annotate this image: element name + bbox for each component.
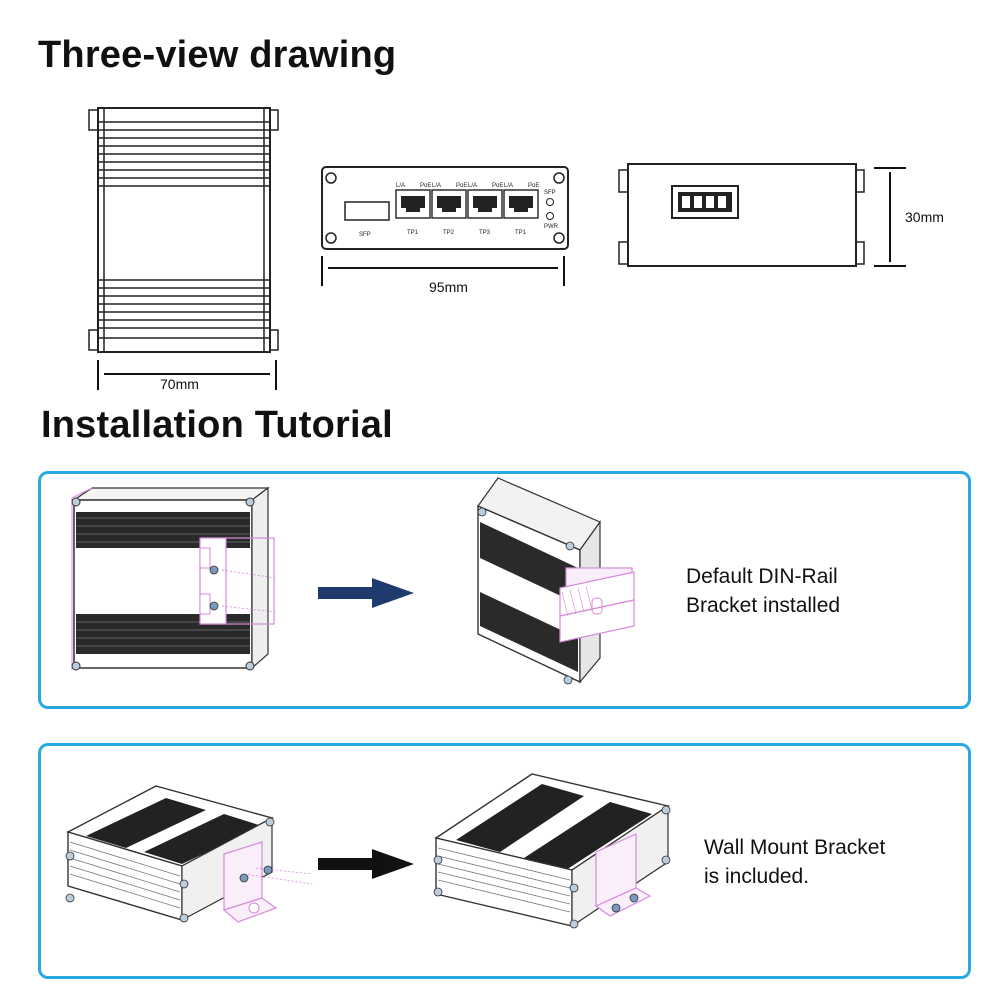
- port-label-2: TP2: [443, 230, 455, 236]
- din-rail-caption-line-1: Default DIN-Rail: [686, 565, 838, 588]
- port-label-4: TP1: [515, 230, 527, 236]
- port-label-1: TP1: [407, 230, 419, 236]
- side-view-drawing: [618, 163, 865, 267]
- din-rail-device-before-illustration: [71, 486, 277, 671]
- din-rail-step-arrow: [318, 578, 414, 608]
- led-label-6: PoE: [492, 183, 503, 189]
- three-view-heading: Three-view drawing: [38, 34, 397, 76]
- sfp-port: [344, 201, 390, 221]
- led-label-2: PoE: [420, 183, 431, 189]
- top-view-drawing: [88, 107, 279, 353]
- width-70-dimension-line: [97, 360, 277, 390]
- sfp-label: SFP: [359, 232, 371, 238]
- led-label-4: PoE: [456, 183, 467, 189]
- din-rail-caption: Default DIN-Rail Bracket installed: [686, 562, 840, 620]
- din-rail-device-after-illustration: [477, 477, 635, 685]
- wall-mount-device-after-illustration: [433, 773, 671, 929]
- wall-mount-device-before-illustration: [65, 785, 313, 923]
- width-95-label: 95mm: [429, 279, 468, 295]
- led-label-1: L/A: [396, 183, 405, 189]
- led-label-8: PoE: [528, 183, 539, 189]
- width-95-dimension-line: [321, 256, 565, 286]
- wall-mount-caption: Wall Mount Bracket is included.: [704, 833, 885, 891]
- front-view-drawing: SFP TP1 TP2 TP3 TP1 L/A PoE L/A PoE L/A …: [321, 166, 569, 250]
- status-label-sfp: SFP: [544, 190, 556, 196]
- height-30-dimension-line: [874, 167, 906, 267]
- wall-mount-caption-line-1: Wall Mount Bracket: [704, 836, 886, 859]
- width-70-label: 70mm: [160, 376, 199, 392]
- status-label-pwr: PWR: [544, 224, 559, 230]
- led-label-7: L/A: [504, 183, 513, 189]
- wall-mount-caption-line-2: is included.: [704, 865, 810, 888]
- led-label-3: L/A: [432, 183, 441, 189]
- din-rail-caption-line-2: Bracket installed: [686, 594, 841, 617]
- installation-heading: Installation Tutorial: [41, 404, 393, 446]
- height-30-label: 30mm: [905, 209, 944, 225]
- led-label-5: L/A: [468, 183, 477, 189]
- wall-mount-step-arrow: [318, 849, 414, 879]
- port-label-3: TP3: [479, 230, 491, 236]
